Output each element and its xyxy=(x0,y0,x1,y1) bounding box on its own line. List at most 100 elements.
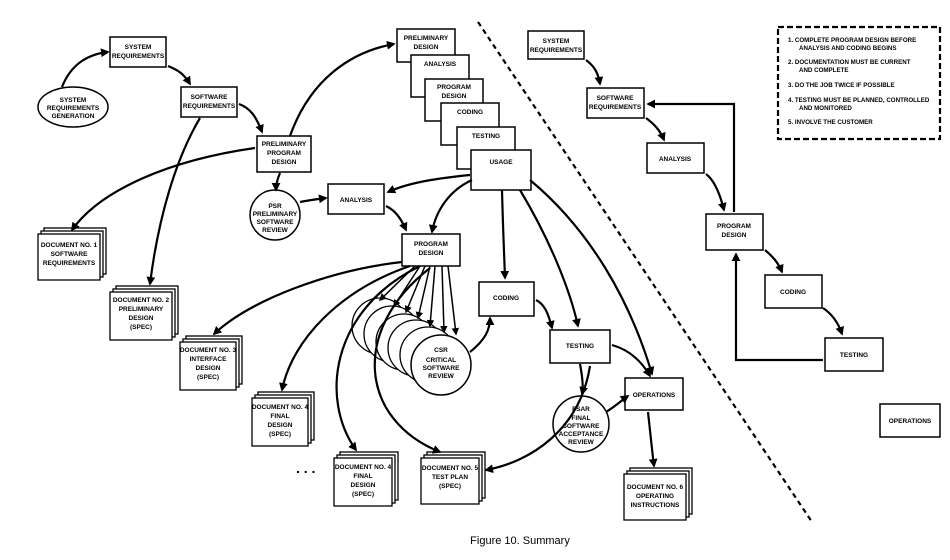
label-line: DESIGN xyxy=(419,250,444,257)
right-operations-box: OPERATIONS xyxy=(879,403,941,438)
label-line: (SPEC) xyxy=(130,324,152,331)
label-line: PRELIMINARY xyxy=(404,35,449,42)
document-6: DOCUMENT NO. 6 OPERATING INSTRUCTIONS xyxy=(623,467,693,521)
label-line: SOFTWARE xyxy=(423,365,460,372)
label-line: REVIEW xyxy=(262,227,289,234)
preliminary-program-design-box: PRELIMINARY PROGRAM DESIGN xyxy=(256,135,312,173)
label-line: DOCUMENT NO. 3 xyxy=(180,347,237,354)
label-line: GENERATION xyxy=(52,113,95,120)
note-line: ANALYSIS AND CODING BEGINS xyxy=(799,45,897,52)
system-requirements-generation-ellipse: SYSTEM REQUIREMENTS GENERATION xyxy=(37,86,109,128)
note-line: 1. COMPLETE PROGRAM DESIGN BEFORE xyxy=(788,37,916,44)
right-analysis-box: ANALYSIS xyxy=(646,142,705,174)
label-line: SOFTWARE xyxy=(597,95,634,102)
label-line: DESIGN xyxy=(442,93,467,100)
label-line: PRELIMINARY xyxy=(253,211,298,218)
note-line: 2. DOCUMENTATION MUST BE CURRENT xyxy=(788,59,911,66)
figure-caption: Figure 10. Summary xyxy=(470,535,570,547)
label-line: DOCUMENT NO. 4 xyxy=(252,404,309,411)
left-program-design-box: PROGRAM DESIGN xyxy=(401,233,461,267)
label-line: CRITICAL xyxy=(426,357,456,364)
divider-line xyxy=(477,21,813,523)
label-line: DOCUMENT NO. 1 xyxy=(41,242,98,249)
label-line: SOFTWARE xyxy=(257,219,294,226)
label-line: TESTING xyxy=(472,133,500,140)
note-line: AND COMPLETE xyxy=(799,67,849,74)
left-testing-box: TESTING xyxy=(549,329,611,364)
left-software-requirements-box: SOFTWARE REQUIREMENTS xyxy=(180,86,238,118)
right-program-design-box: PROGRAM DESIGN xyxy=(705,213,764,251)
label-line: DESIGN xyxy=(351,482,376,489)
label-line: PROGRAM xyxy=(717,223,751,230)
right-flow-arrows xyxy=(585,59,844,362)
label-line: OPERATIONS xyxy=(633,392,676,399)
label-line: DESIGN xyxy=(722,232,747,239)
label-line: (SPEC) xyxy=(352,491,374,498)
label-line: (SPEC) xyxy=(269,431,291,438)
label-line: FSAR xyxy=(572,406,590,413)
left-operations-box: OPERATIONS xyxy=(624,377,684,411)
document-2: DOCUMENT NO. 2 PRELIMINARY DESIGN (SPEC) xyxy=(109,285,179,341)
label-line: ACCEPTANCE xyxy=(559,431,604,438)
label-line: FINAL xyxy=(571,415,590,422)
label-line: REQUIREMENTS xyxy=(589,104,642,111)
label-line: OPERATIONS xyxy=(889,418,932,425)
document-3: DOCUMENT NO. 3 INTERFACE DESIGN (SPEC) xyxy=(179,335,243,391)
right-software-requirements-box: SOFTWARE REQUIREMENTS xyxy=(586,87,645,119)
label-line: DOCUMENT NO. 4 xyxy=(335,464,392,471)
label-line: REVIEW xyxy=(568,439,595,446)
label-line: DOCUMENT NO. 5 xyxy=(422,465,479,472)
label-line: INTERFACE xyxy=(190,356,228,363)
label-line: SYSTEM xyxy=(125,44,152,51)
note-line: 5. INVOLVE THE CUSTOMER xyxy=(788,119,873,126)
label-line: REVIEW xyxy=(428,373,455,380)
label-line: PRELIMINARY xyxy=(119,306,164,313)
note-line: 4. TESTING MUST BE PLANNED, CONTROLLED xyxy=(788,97,930,104)
left-flow-arrows xyxy=(60,40,658,474)
label-line: FINAL xyxy=(353,473,372,480)
psr-review-circle: PSR PRELIMINARY SOFTWARE REVIEW xyxy=(249,189,301,241)
label-line: CODING xyxy=(780,289,806,296)
note-line: AND MONITORED xyxy=(799,105,852,112)
label-line: DESIGN xyxy=(268,422,293,429)
label-line: SOFTWARE xyxy=(191,94,228,101)
label-line: DOCUMENT NO. 6 xyxy=(627,484,684,491)
csr-review-circle: CSR CRITICAL SOFTWARE REVIEW xyxy=(410,334,472,396)
ellipsis-dots: . . . xyxy=(296,460,315,476)
label-line: (SPEC) xyxy=(197,374,219,381)
label-line: PROGRAM xyxy=(437,84,471,91)
right-testing-box: TESTING xyxy=(824,337,884,372)
label-line: DESIGN xyxy=(129,315,154,322)
label-line: SOFTWARE xyxy=(51,251,88,258)
label-line: ANALYSIS xyxy=(424,61,457,68)
label-line: TESTING xyxy=(840,352,868,359)
label-line: FINAL xyxy=(270,413,289,420)
label-line: DESIGN xyxy=(414,44,439,51)
label-line: ANALYSIS xyxy=(659,156,692,163)
label-line: (SPEC) xyxy=(439,483,461,490)
label-line: REQUIREMENTS xyxy=(47,105,100,112)
label-line: SYSTEM xyxy=(543,38,570,45)
label-line: INSTRUCTIONS xyxy=(631,502,680,509)
label-line: USAGE xyxy=(489,159,513,166)
label-line: TEST PLAN xyxy=(432,474,468,481)
label-line: TESTING xyxy=(566,343,594,350)
right-coding-box: CODING xyxy=(764,274,823,309)
principles-notes-box: 1. COMPLETE PROGRAM DESIGN BEFORE ANALYS… xyxy=(776,25,942,141)
label-line: CSR xyxy=(434,347,448,354)
label-line: SYSTEM xyxy=(60,97,87,104)
document-4-b: DOCUMENT NO. 4 FINAL DESIGN (SPEC) xyxy=(333,451,399,507)
document-1: DOCUMENT NO. 1 SOFTWARE REQUIREMENTS xyxy=(37,227,107,281)
left-system-requirements-box: SYSTEM REQUIREMENTS xyxy=(109,36,167,68)
left-coding-box: CODING xyxy=(478,281,535,317)
document-5: DOCUMENT NO. 5 TEST PLAN (SPEC) xyxy=(420,451,486,505)
label-line: REQUIREMENTS xyxy=(112,53,165,60)
document-4-a: DOCUMENT NO. 4 FINAL DESIGN (SPEC) xyxy=(251,391,315,447)
label-line: SOFTWARE xyxy=(563,423,600,430)
label-line: REQUIREMENTS xyxy=(43,260,96,267)
label-line: PSR xyxy=(268,203,282,210)
stack-usage-box: USAGE xyxy=(470,149,532,191)
note-line: 3. DO THE JOB TWICE IF POSSIBLE xyxy=(788,82,895,89)
label-line: CODING xyxy=(457,109,483,116)
